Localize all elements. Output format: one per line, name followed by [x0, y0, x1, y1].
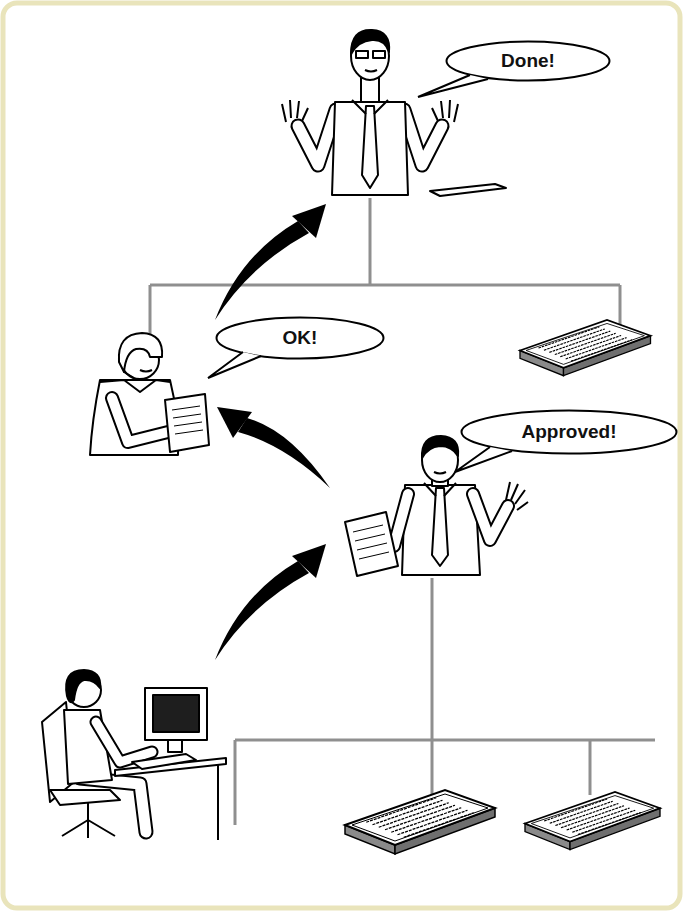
mouth [365, 70, 377, 72]
arm [96, 722, 152, 762]
torso [332, 102, 408, 195]
arm [96, 722, 152, 762]
strap [124, 372, 134, 378]
document-stack [525, 792, 660, 850]
monitor [145, 688, 207, 740]
bubble-tail [455, 447, 512, 472]
bubble-tail [418, 75, 488, 97]
bubble-text: OK! [215, 316, 385, 360]
reviewer-figure [90, 333, 209, 455]
speech-bubble: OK! [215, 316, 385, 360]
keyboard [132, 754, 196, 769]
arm [112, 398, 168, 442]
bubble-tail [208, 352, 261, 378]
flow-arrows [215, 204, 330, 660]
org-line [235, 578, 655, 825]
paper [430, 184, 506, 196]
hand [432, 100, 458, 122]
paper-lines [172, 406, 203, 434]
chair-base [62, 803, 115, 838]
glasses [356, 51, 368, 58]
collar [100, 380, 170, 392]
arrow-head [292, 204, 326, 238]
bubble-tail [418, 75, 488, 97]
paper [345, 512, 398, 576]
arm [473, 494, 508, 540]
org-lines [150, 198, 655, 825]
mouth [140, 370, 152, 372]
monitor-screen [153, 695, 199, 732]
clerk-figure [42, 670, 226, 840]
desk-leg [217, 764, 219, 840]
document-stack [520, 320, 651, 376]
hand [282, 100, 308, 122]
paper-lines [353, 525, 389, 559]
helmet [119, 333, 162, 372]
arm [112, 398, 168, 442]
torso [90, 380, 178, 455]
panel-frame [3, 3, 680, 908]
leg [80, 778, 146, 832]
bubble-text: Done! [445, 40, 611, 82]
flow-arrow [215, 221, 309, 320]
speech-bubble: Done! [445, 40, 611, 82]
arm [473, 494, 508, 540]
flow-arrow [238, 418, 330, 488]
glasses [373, 51, 385, 58]
hair [66, 670, 100, 702]
mouth [434, 472, 446, 474]
arrow-head [292, 544, 326, 578]
arrow-head [217, 407, 252, 438]
tie [362, 106, 378, 188]
document-stack [345, 790, 495, 854]
hair [422, 436, 458, 458]
hand [506, 482, 528, 510]
org-line [150, 198, 620, 340]
leg [80, 778, 146, 832]
chair-seat [50, 790, 120, 805]
bubble-tail [208, 352, 261, 378]
speech-bubble: Approved! [460, 409, 678, 455]
bubble-text: Approved! [460, 409, 678, 455]
approver-figure [345, 436, 528, 576]
bubble-tail [455, 447, 512, 472]
paper [165, 394, 209, 452]
flow-arrow [215, 561, 309, 660]
tie [432, 488, 448, 566]
